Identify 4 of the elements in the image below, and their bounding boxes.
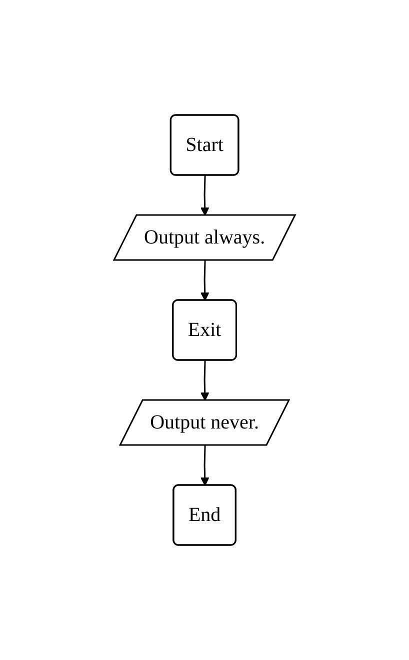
arrow xyxy=(200,360,210,401)
arrow xyxy=(200,175,210,216)
arrow xyxy=(200,445,210,486)
arrow xyxy=(200,260,210,301)
